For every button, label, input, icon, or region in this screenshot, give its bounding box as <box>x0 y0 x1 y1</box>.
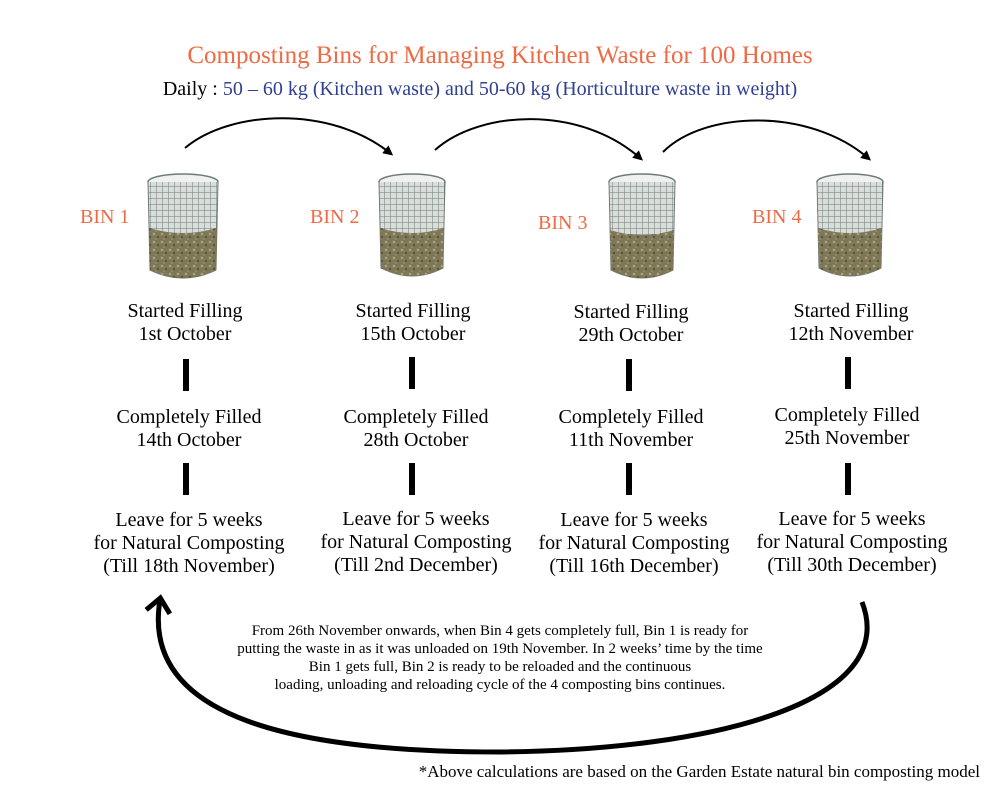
bin-3-started: Started Filling 29th October <box>516 301 746 347</box>
bin-2-filled: Completely Filled 28th October <box>301 406 531 452</box>
bin-4-label: BIN 4 <box>752 206 802 228</box>
started-title: Started Filling <box>573 301 689 323</box>
connector-bar <box>626 463 632 495</box>
leave-line-3: (Till 2nd December) <box>334 554 498 576</box>
filled-date: 14th October <box>136 429 242 451</box>
started-date: 29th October <box>578 324 684 346</box>
started-title: Started Filling <box>127 300 243 322</box>
leave-line-3: (Till 16th December) <box>549 555 719 577</box>
bin-3-image <box>608 173 676 279</box>
diagram-title: Composting Bins for Managing Kitchen Was… <box>187 42 813 69</box>
cycle-return-arrow <box>144 594 870 755</box>
leave-line-3: (Till 30th December) <box>767 554 937 576</box>
bin-1-filled: Completely Filled 14th October <box>74 406 304 452</box>
bin-4-image <box>816 173 884 277</box>
leave-line-1: Leave for 5 weeks <box>115 509 263 531</box>
filled-title: Completely Filled <box>343 406 489 428</box>
filled-date: 28th October <box>363 429 469 451</box>
bin-1-image <box>147 173 219 279</box>
connector-bar <box>409 463 415 495</box>
connector-bar <box>626 359 632 391</box>
leave-line-2: for Natural Composting <box>320 531 512 553</box>
started-title: Started Filling <box>793 300 909 322</box>
leave-line-2: for Natural Composting <box>538 532 730 554</box>
connector-bar <box>409 357 415 389</box>
bin-2-label: BIN 2 <box>310 206 360 228</box>
leave-line-1: Leave for 5 weeks <box>560 509 708 531</box>
daily-amount: 50 – 60 kg (Kitchen waste) and 50-60 kg … <box>222 78 798 100</box>
connector-bar <box>183 359 189 391</box>
bin-3-filled: Completely Filled 11th November <box>516 406 746 452</box>
bin-1-label: BIN 1 <box>80 206 130 228</box>
bin-3-leave: Leave for 5 weeks for Natural Composting… <box>519 509 749 578</box>
bin-2-leave: Leave for 5 weeks for Natural Composting… <box>301 508 531 577</box>
started-title: Started Filling <box>355 300 471 322</box>
bin-2-image <box>378 173 446 277</box>
connector-bar <box>845 357 851 389</box>
leave-line-2: for Natural Composting <box>93 532 285 554</box>
bin-4-leave: Leave for 5 weeks for Natural Composting… <box>737 508 967 577</box>
leave-line-1: Leave for 5 weeks <box>342 508 490 530</box>
daily-label: Daily : <box>162 78 223 100</box>
footnote: *Above calculations are based on the Gar… <box>418 762 980 781</box>
started-date: 1st October <box>138 323 232 345</box>
started-date: 12th November <box>788 323 914 345</box>
cycle-note-line-3: Bin 1 gets full, Bin 2 is ready to be re… <box>308 659 692 675</box>
cycle-note: From 26th November onwards, when Bin 4 g… <box>200 622 800 694</box>
arrow-bin3-to-bin4 <box>662 119 872 161</box>
bin-1-started: Started Filling 1st October <box>70 300 300 346</box>
connector-bar <box>845 463 851 495</box>
connector-bar <box>183 463 189 495</box>
filled-title: Completely Filled <box>558 406 704 428</box>
started-date: 15th October <box>360 323 466 345</box>
bin-2-started: Started Filling 15th October <box>298 300 528 346</box>
arrow-bin1-to-bin2 <box>184 117 394 156</box>
bin-4-started: Started Filling 12th November <box>736 300 966 346</box>
leave-line-2: for Natural Composting <box>756 531 948 553</box>
bin-4-filled: Completely Filled 25th November <box>732 404 962 450</box>
cycle-note-line-2: putting the waste in as it was unloaded … <box>237 641 763 657</box>
filled-date: 11th November <box>568 429 694 451</box>
cycle-note-line-1: From 26th November onwards, when Bin 4 g… <box>251 623 749 639</box>
daily-amount-line: Daily : 50 – 60 kg (Kitchen waste) and 5… <box>0 78 960 101</box>
filled-title: Completely Filled <box>774 404 920 426</box>
arrow-bin2-to-bin3 <box>434 118 644 161</box>
cycle-note-line-4: loading, unloading and reloading cycle o… <box>274 677 726 693</box>
bin-1-leave: Leave for 5 weeks for Natural Composting… <box>74 509 304 578</box>
filled-title: Completely Filled <box>116 406 262 428</box>
bin-3-label: BIN 3 <box>538 212 588 234</box>
filled-date: 25th November <box>784 427 910 449</box>
leave-line-3: (Till 18th November) <box>103 555 275 577</box>
leave-line-1: Leave for 5 weeks <box>778 508 926 530</box>
